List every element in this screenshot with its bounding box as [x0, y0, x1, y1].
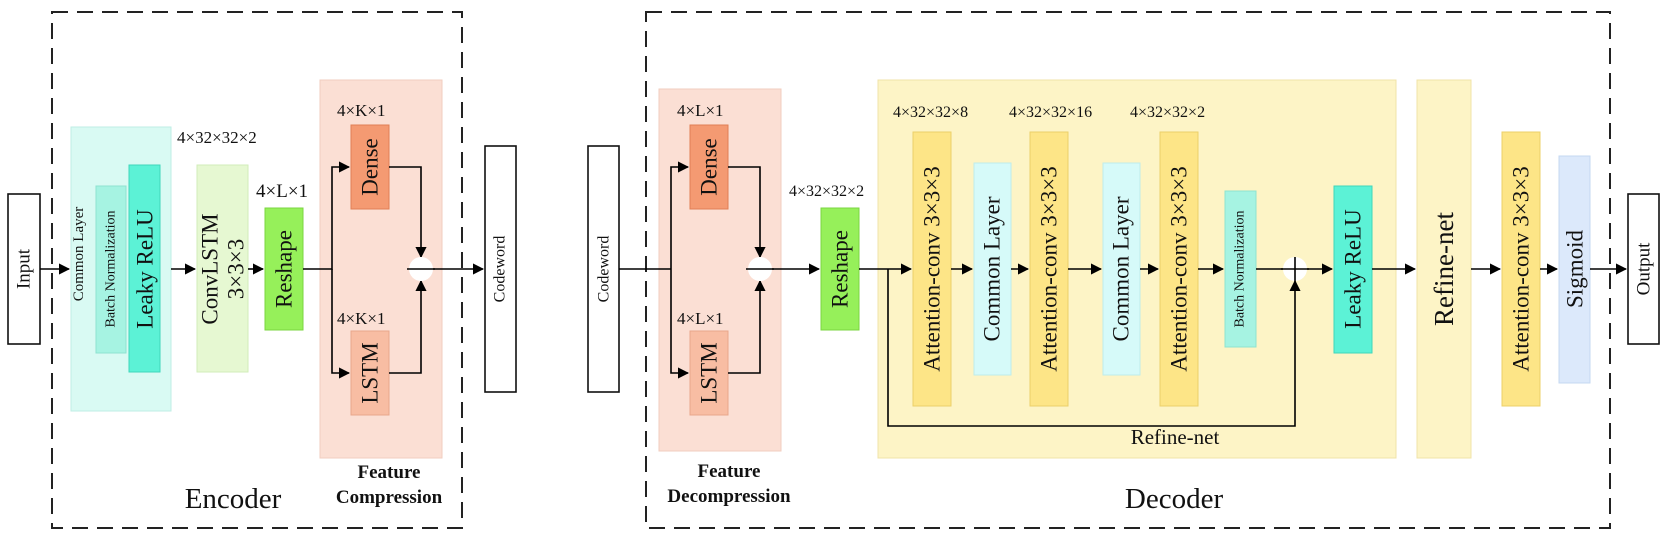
- encoder-batch-norm-label: Batch Normalization: [104, 210, 119, 327]
- encoder-dim-common: 4×32×32×2: [177, 128, 257, 147]
- refine-batch-norm-block: [1224, 190, 1257, 348]
- encoder-reshape-label: Reshape: [272, 230, 297, 308]
- encoder-dense-dim: 4×K×1: [337, 101, 385, 120]
- refine-block-label: Refine-net: [1131, 425, 1220, 449]
- sigmoid-block: [1558, 155, 1591, 384]
- decoder-lstm-label: LSTM: [697, 342, 722, 403]
- decoder-dense-dim: 4×L×1: [677, 101, 724, 120]
- refine-attention-conv-1-label: Attention-conv 3×3×3: [920, 166, 945, 371]
- input-box: [7, 193, 41, 345]
- refine-batch-norm-label: Batch Normalization: [1233, 210, 1248, 327]
- refine-attention-conv-3: [1159, 131, 1199, 407]
- refine-attention-conv-2: [1029, 131, 1069, 407]
- sigmoid-label: Sigmoid: [1563, 230, 1588, 308]
- convlstm-label-line2: 3×3×3: [224, 239, 249, 299]
- feature-compression-title-1: Feature: [358, 462, 421, 483]
- refine-dim-3: 4×32×32×2: [1130, 104, 1205, 121]
- encoder-codeword-label: Codeword: [492, 236, 509, 303]
- decoder-boundary: [645, 11, 1611, 529]
- refine-leaky-relu-block: [1333, 185, 1373, 354]
- decoder-dense-block: [689, 124, 729, 210]
- refine-dim-2: 4×32×32×16: [1009, 104, 1092, 121]
- decoder-codeword-label: Codeword: [596, 236, 613, 303]
- feature-decompression-title-2: Decompression: [667, 486, 791, 507]
- refine-dim-1: 4×32×32×8: [893, 104, 968, 121]
- decoder-reshape-block: [820, 207, 860, 331]
- refine-attention-conv-1: [912, 131, 952, 407]
- convlstm-block: [196, 164, 249, 373]
- decoder-dense-label: Dense: [697, 138, 722, 195]
- encoder-common-layer-title: Common Layer: [71, 207, 87, 302]
- encoder-leaky-relu-block: [128, 164, 161, 373]
- feature-decompression-title-1: Feature: [698, 461, 761, 482]
- decoder-dim-reshape: 4×32×32×2: [789, 183, 864, 200]
- encoder-title: Encoder: [185, 483, 282, 515]
- decoder-lstm-block: [689, 330, 729, 416]
- final-attention-conv: [1501, 131, 1541, 407]
- decoder-reshape-label: Reshape: [828, 230, 853, 308]
- encoder-leaky-relu-label: Leaky ReLU: [133, 209, 158, 329]
- encoder-lstm-label: LSTM: [358, 342, 383, 403]
- feature-compression-title-2: Compression: [336, 487, 443, 508]
- encoder-connectors: [40, 161, 485, 379]
- refine-common-layer-1-label: Common Layer: [980, 196, 1005, 341]
- refine-leaky-relu-label: Leaky ReLU: [1341, 209, 1366, 329]
- refine-common-layer-2: [1102, 162, 1141, 376]
- refine-net-label: Refine-net: [1429, 212, 1459, 326]
- encoder-dense-block: [350, 124, 390, 210]
- encoder-codeword-box: [484, 145, 517, 393]
- output-box: [1627, 193, 1660, 345]
- encoder-dim-reshape: 4×L×1: [256, 181, 308, 202]
- refine-common-layer-2-label: Common Layer: [1109, 196, 1134, 341]
- encoder-boundary: [51, 11, 463, 529]
- input-label: Input: [14, 248, 35, 289]
- decoder-title: Decoder: [1125, 483, 1224, 515]
- decoder-codeword-box: [587, 145, 620, 393]
- refine-attention-conv-2-label: Attention-conv 3×3×3: [1037, 166, 1062, 371]
- output-label: Output: [1634, 242, 1655, 296]
- decoder-connectors: [619, 161, 1628, 427]
- refine-common-layer-1: [973, 162, 1012, 376]
- encoder-lstm-dim: 4×K×1: [337, 309, 385, 328]
- refine-attention-conv-3-label: Attention-conv 3×3×3: [1167, 166, 1192, 371]
- refine-net-block: [1416, 79, 1472, 459]
- decoder-lstm-dim: 4×L×1: [677, 309, 724, 328]
- convlstm-label-line1: ConvLSTM: [198, 213, 223, 324]
- encoder-dense-label: Dense: [358, 138, 383, 195]
- encoder-reshape-block: [264, 207, 304, 331]
- encoder-batch-norm-block: [95, 185, 127, 354]
- final-attention-conv-label: Attention-conv 3×3×3: [1509, 166, 1534, 371]
